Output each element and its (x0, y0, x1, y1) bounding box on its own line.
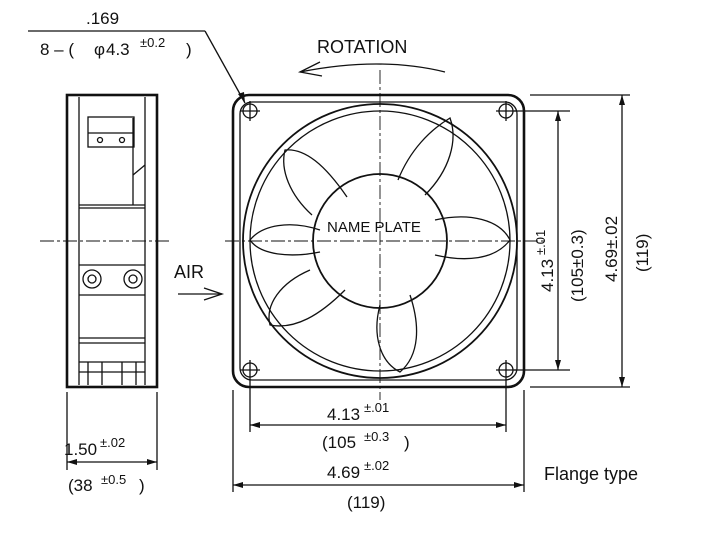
hole-spacing-label: .169 (86, 9, 119, 28)
front-view: NAME PLATE (225, 70, 545, 400)
hole-pitch-h-mm-close: ) (404, 433, 410, 452)
airflow-label: AIR (174, 262, 204, 282)
depth-dimension: 1.50 ±.02 (38 ±0.5 ) (64, 392, 158, 495)
hole-pitch-v-inch: 4.13 (538, 259, 557, 292)
overall-h-inch-tolerance: ±.02 (364, 458, 389, 473)
name-plate-label: NAME PLATE (327, 219, 421, 236)
overall-v-inch: 4.69±.02 (602, 216, 621, 282)
overall-h-mm: (119) (347, 493, 385, 512)
hole-pitch-v-mm: (105±0.3) (568, 229, 587, 302)
horizontal-dimensions: 4.13 ±.01 (105 ±0.3 ) 4.69 ±.02 (119) (232, 380, 525, 512)
airflow-indicator: AIR (174, 262, 225, 301)
hole-count-prefix: 8 – ( (40, 40, 74, 59)
hole-pitch-v-inch-tolerance: ±.01 (533, 230, 548, 255)
hole-pitch-h-inch-tolerance: ±.01 (364, 400, 389, 415)
hole-callout: .169 8 – ( φ 4.3 ±0.2 ) (28, 9, 246, 104)
side-view (40, 93, 170, 389)
rotation-indicator: ROTATION (297, 37, 446, 77)
mounting-holes (240, 101, 516, 380)
airflow-arrow-icon (203, 287, 225, 301)
vertical-dimensions: 4.13 ±.01 (105±0.3) 4.69±.02 (119) (514, 94, 652, 388)
depth-mm: (38 (68, 476, 93, 495)
depth-mm-tolerance: ±0.5 (101, 472, 126, 487)
side-label-plate (87, 116, 135, 148)
hole-pitch-h-mm: (105 (322, 433, 356, 452)
caption-flange-type: Flange type (544, 464, 638, 484)
depth-inch: 1.50 (64, 440, 97, 459)
side-hole-right (123, 269, 143, 289)
hole-close: ) (186, 40, 192, 59)
hole-pitch-h-mm-tolerance: ±0.3 (364, 429, 389, 444)
hole-pitch-h-inch: 4.13 (327, 405, 360, 424)
hole-tolerance: ±0.2 (140, 35, 165, 50)
depth-mm-close: ) (139, 476, 145, 495)
overall-v-mm: (119) (633, 234, 652, 272)
depth-inch-tolerance: ±.02 (100, 435, 125, 450)
hole-diameter-symbol: φ (94, 40, 105, 59)
rotation-arrow-icon (297, 61, 323, 77)
rotation-label: ROTATION (317, 37, 407, 57)
overall-h-inch: 4.69 (327, 463, 360, 482)
hole-diameter: 4.3 (106, 40, 130, 59)
side-hole-left (82, 269, 102, 289)
fan-blades (249, 117, 511, 373)
